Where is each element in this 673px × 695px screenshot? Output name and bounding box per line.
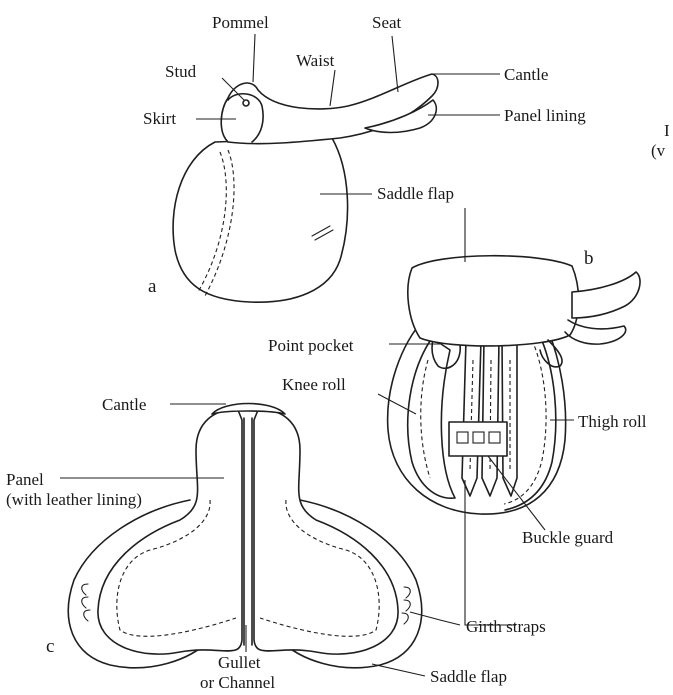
figure-a-flap-slot [312,226,330,236]
figure-b-point-pocket-label: Point pocket [268,336,354,355]
figure-c-cantle-label: Cantle [102,395,146,414]
figure-b-seat-top [408,256,579,346]
figure-a-seat-label: Seat [372,13,402,32]
figure-a-seat-leader [392,36,398,92]
figure-b-knee-roll-stitching [421,360,430,478]
figure-a-flap-slot-2 [315,230,333,240]
figure-a-pommel-label: Pommel [212,13,269,32]
figure-a-cantle-label: Cantle [504,65,548,84]
figure-c-panel-label-line1: Panel [6,470,44,489]
figure-c-left-panel [98,410,242,654]
figure-c-right-strap-ends [402,587,410,624]
figure-a-flap-stitching [205,150,234,296]
figure-a-saddle-flap-shape [173,138,347,302]
figure-c-letter: c [46,636,54,657]
figure-c-saddle-flap-label: Saddle flap [430,667,507,686]
figure-a-flap-stitching-inner [198,152,226,292]
figure-b-knee-roll-shape [408,338,455,498]
figure-a-skirt-label: Skirt [143,109,176,128]
figure-b-thigh-roll-label: Thigh roll [578,412,647,431]
figure-c-girth-straps-leader [410,612,460,625]
figure-c-left-strap-ends [82,584,90,621]
figure-b-thigh-roll-stitching [504,340,546,504]
figure-b-buckle-guard-shape [449,422,507,456]
figure-c-gullet-label-line2: or Channel [200,673,275,692]
figure-b-buckle-guard-label: Buckle guard [522,528,614,547]
figure-b-cantle-underside [565,320,626,344]
figure-b-thigh-roll-shape [505,336,556,510]
figure-a-letter: a [148,276,157,297]
figure-a-waist-leader [330,70,335,106]
figure-b-knee-roll-label: Knee roll [282,375,346,394]
figure-c-saddle-flap-leader [372,664,425,676]
figure-c-panel-label-line2: (with leather lining) [6,490,142,509]
figure-a-seat-body [221,74,438,144]
figure-b-cantle-shape [572,272,640,318]
figure-b-girth-straps-label: Girth straps [466,617,546,636]
figure-b-girth-straps-group [462,338,517,496]
edge-fragment-line1: I [664,121,670,140]
figure-a-stud-label: Stud [165,62,197,81]
figure-c-gullet-label-line1: Gullet [218,653,261,672]
figure-b-letter: b [584,248,594,269]
edge-fragment-line2: (v [651,141,666,160]
figure-c-right-panel [254,410,398,654]
figure-c-cantle-shape [212,404,285,415]
figure-a-waist-label: Waist [296,51,335,70]
figure-a-pommel-leader [253,34,255,82]
figure-a-panel-lining-label: Panel lining [504,106,586,125]
figure-a-saddle-flap-label: Saddle flap [377,184,454,203]
figure-b-girth-straps-leader [465,480,516,625]
figure-b-flap-outline [388,318,566,514]
figure-c-saddle-underside: Cantle Panel (with leather lining) Gulle… [6,395,507,692]
